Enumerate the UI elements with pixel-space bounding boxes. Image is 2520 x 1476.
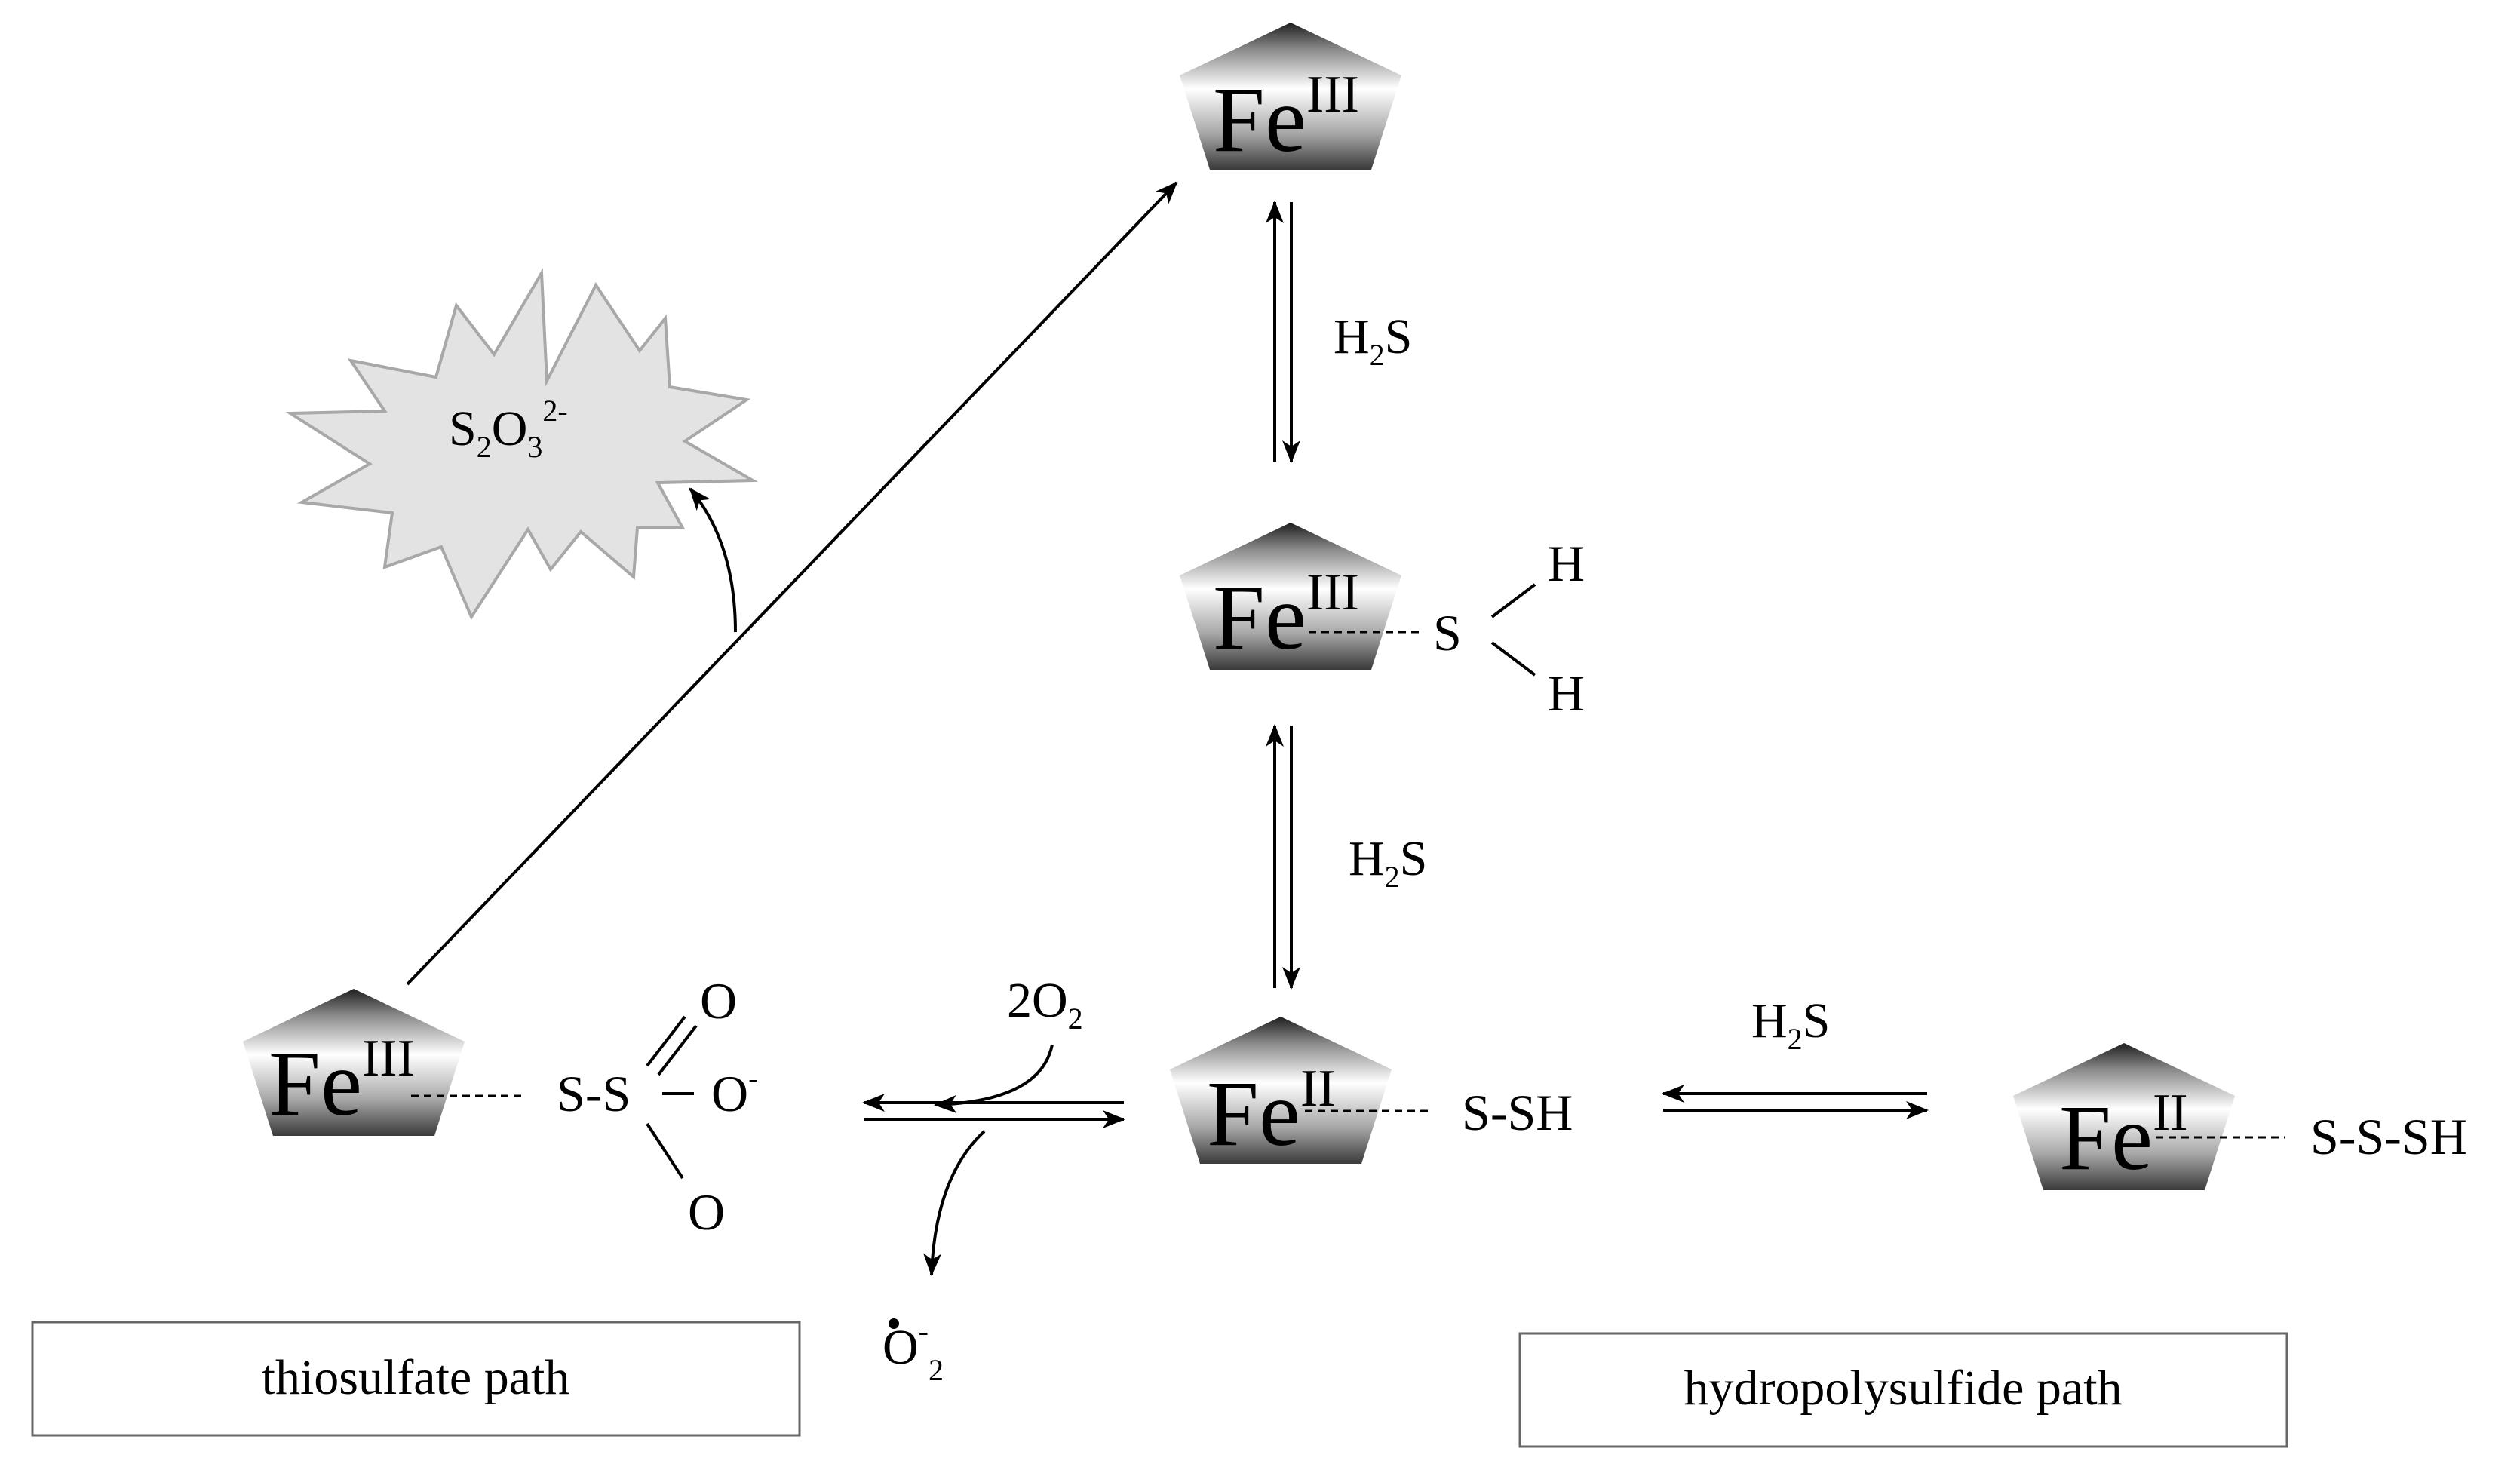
fe-ii-label-right: FeII: [2059, 1084, 2188, 1189]
thiosulfate-starburst: [285, 268, 759, 621]
equilibrium-arrows-polysulfide: [1662, 1085, 1929, 1119]
h2s-label-upper: H2S: [1334, 309, 1412, 372]
oxygen-atom-bottom: O: [688, 1183, 725, 1241]
oxygen-label: 2O2: [1007, 973, 1083, 1036]
s-o-single-bond-bottom: [646, 1122, 684, 1180]
persulfide-label: S-SH: [1462, 1084, 1573, 1141]
fe-ii-label-center: FeII: [1207, 1060, 1336, 1165]
hydropolysulfide-path-box: [1518, 1332, 2288, 1448]
hydropolysulfide-path-label: hydropolysulfide path: [1684, 1361, 2122, 1416]
superoxide-release-arrow: [923, 1130, 986, 1276]
fe-iii-label-middle: FeIII: [1213, 563, 1359, 669]
equilibrium-arrows-lower: [1266, 724, 1300, 990]
oxygen-uptake-arrow: [934, 1044, 1054, 1113]
oxygen-atom-right: O-: [711, 1061, 758, 1122]
h2s-label-polysulfide: H2S: [1751, 993, 1830, 1056]
thiosulfate-path-label: thiosulfate path: [262, 1350, 570, 1405]
superoxide-label: O-2: [882, 1314, 944, 1387]
fe-iii-label-left: FeIII: [269, 1030, 415, 1135]
heme-pentagon-left: [243, 989, 465, 1136]
radical-dot: [889, 1318, 899, 1329]
s-h-bond-lower: [1490, 641, 1536, 677]
s-h-bond-upper: [1490, 583, 1536, 618]
h2s-label-lower: H2S: [1349, 831, 1427, 894]
s-o-double-bond-b: [657, 1024, 698, 1076]
regeneration-arrow: [406, 181, 1178, 986]
heme-pentagon-top: [1180, 23, 1401, 170]
thiosulfate-release-arrow: [689, 487, 737, 633]
hydrogen-atom-upper: H: [1548, 535, 1585, 592]
s-o-double-bond-a: [646, 1015, 686, 1067]
polysulfide-label: S-S-SH: [2310, 1108, 2467, 1165]
fe-iii-label-top: FeIII: [1213, 66, 1359, 171]
hydrogen-atom-lower: H: [1548, 664, 1585, 722]
oxygen-atom-top: O: [700, 972, 737, 1030]
equilibrium-arrows-upper: [1266, 201, 1300, 463]
thiosulfate-ss-label: S-S: [557, 1065, 631, 1122]
thiosulfate-ion-label: S2O32-: [449, 394, 568, 464]
sulfur-atom-middle: S: [1433, 604, 1462, 661]
thiosulfate-path-box: [31, 1321, 801, 1437]
heme-pentagon-middle: [1180, 523, 1401, 670]
heme-pentagon-bottom-center: [1170, 1017, 1392, 1164]
heme-pentagon-right: [2013, 1043, 2235, 1190]
equilibrium-arrows-thiosulfate: [862, 1094, 1125, 1128]
